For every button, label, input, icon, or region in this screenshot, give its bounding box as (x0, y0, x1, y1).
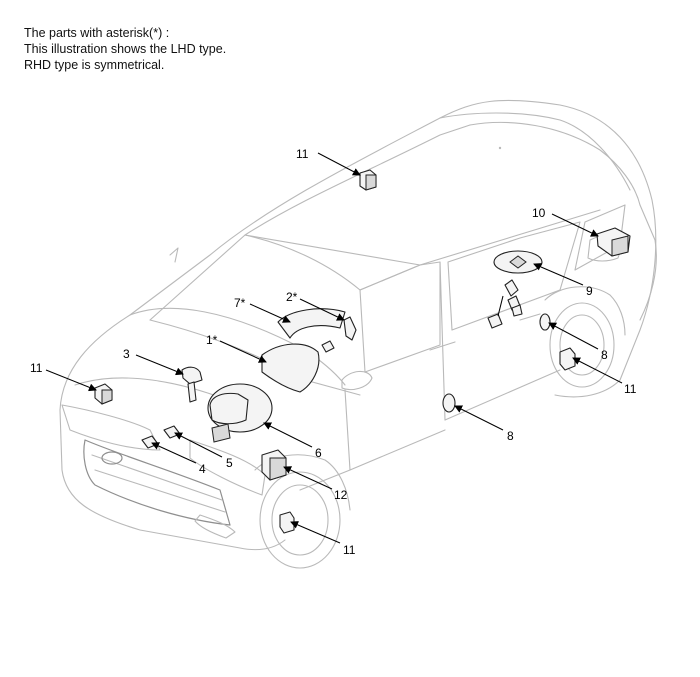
callout-8-front: 8 (507, 429, 514, 443)
leader-11-rear (572, 357, 623, 384)
callout-labels: 11 10 9 7* 2* 1* 3 11 8 11 8 6 5 4 12 11 (30, 147, 637, 557)
callout-4: 4 (199, 462, 206, 476)
part-control-unit (261, 449, 287, 481)
callout-5: 5 (226, 456, 233, 470)
car-outline (59, 99, 657, 569)
callout-2: 2* (286, 290, 298, 304)
leader-3 (135, 354, 184, 376)
part-passenger-airbag (261, 343, 320, 393)
callout-6: 6 (315, 446, 322, 460)
leader-6 (263, 422, 313, 448)
leader-2 (299, 298, 345, 321)
callout-7: 7* (234, 296, 246, 310)
part-airbag-module (487, 250, 543, 329)
part-crash-sensor (181, 366, 203, 403)
leader-7 (249, 303, 291, 323)
callout-9: 9 (586, 284, 593, 298)
leader-lines (45, 152, 623, 544)
leader-12 (283, 466, 333, 490)
callout-10: 10 (532, 206, 546, 220)
callout-1: 1* (206, 333, 218, 347)
part-roof-sensor (359, 169, 377, 191)
leader-11-roof (317, 152, 361, 176)
leader-11-front-wheel (290, 521, 341, 544)
leader-11-front-left (45, 369, 97, 392)
leader-10 (551, 213, 599, 237)
leader-5 (174, 432, 223, 458)
leader-8-rear (548, 322, 599, 350)
note-rhd: RHD type is symmetrical. (24, 58, 165, 72)
leader-9 (533, 263, 584, 286)
note-asterisk: The parts with asterisk(*) : (24, 26, 170, 40)
part-side-sensor-rear (539, 313, 551, 331)
part-side-sensor-front (442, 393, 456, 413)
callout-11-rear: 11 (624, 382, 637, 396)
leader-1 (219, 340, 267, 363)
callout-11-roof: 11 (296, 147, 309, 161)
callout-12: 12 (334, 488, 348, 502)
part-connector-4 (141, 435, 159, 449)
part-driver-airbag (207, 383, 273, 443)
part-front-left-sensor (94, 383, 113, 405)
callout-8-rear: 8 (601, 348, 608, 362)
callout-11-front-wheel: 11 (343, 543, 356, 557)
leader-8-front (454, 405, 504, 431)
part-rear-bracket (596, 227, 631, 257)
parts (94, 169, 631, 534)
callout-3: 3 (123, 347, 130, 361)
callout-11-front-left: 11 (30, 361, 43, 375)
part-connector-5 (163, 425, 181, 439)
part-rear-wheel-sensor (559, 347, 576, 371)
note-lhd: This illustration shows the LHD type. (24, 42, 227, 56)
notes-block: The parts with asterisk(*) : This illust… (24, 25, 226, 73)
part-passenger-bracket (343, 316, 357, 341)
leader-4 (151, 442, 197, 464)
